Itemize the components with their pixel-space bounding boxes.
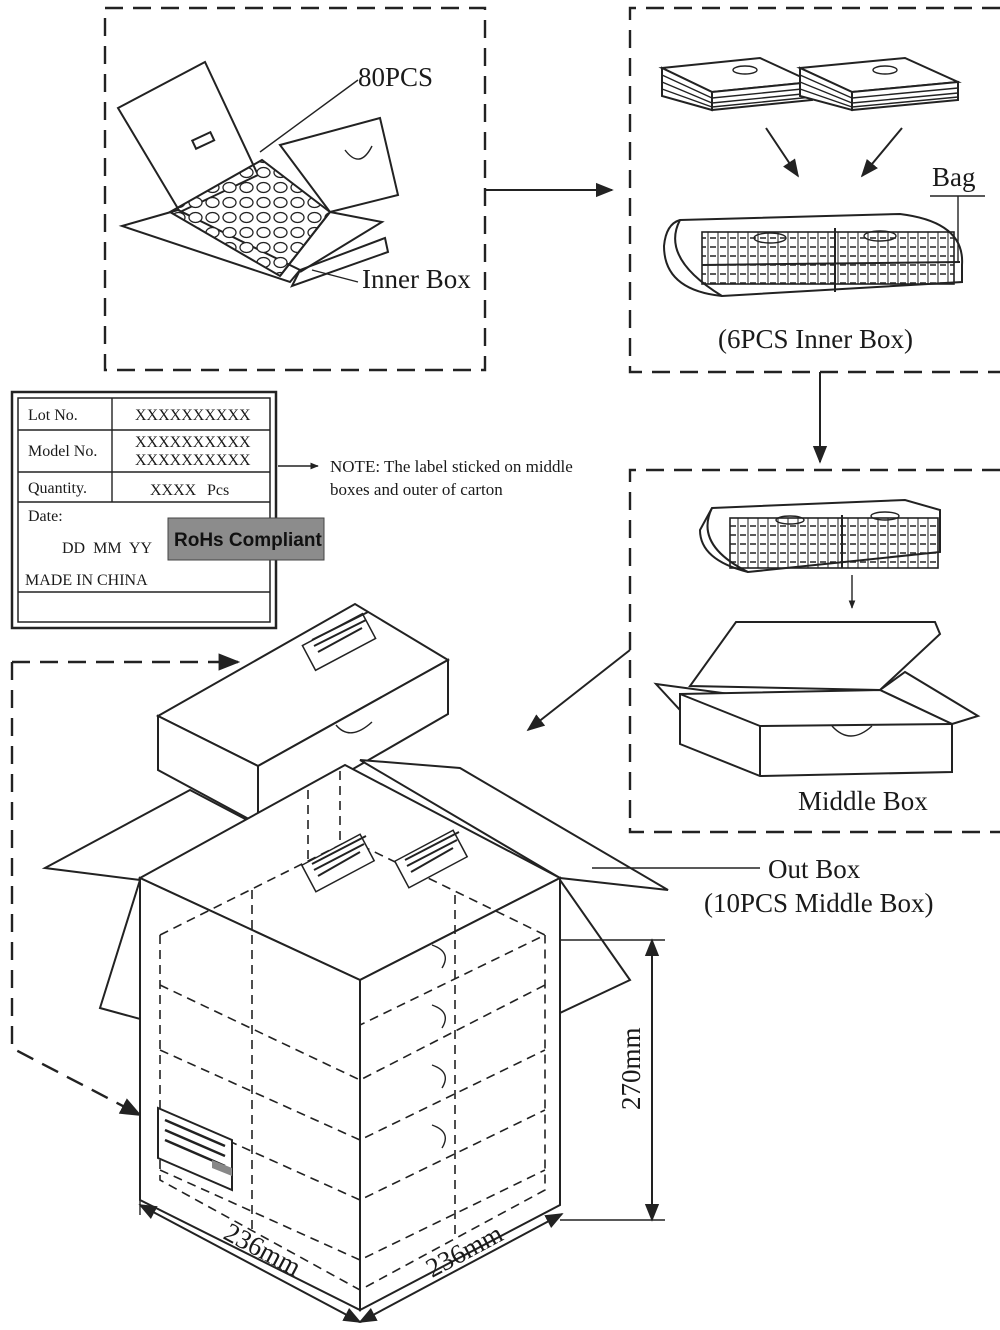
bag-panel: Bag (6PCS Inner Box) <box>628 6 1000 374</box>
outer-carton <box>41 602 669 1312</box>
note-line-1: NOTE: The label sticked on middle <box>330 457 573 476</box>
note-line-2: boxes and outer of carton <box>330 480 503 499</box>
bag-caption: (6PCS Inner Box) <box>718 324 913 354</box>
dimension-height: 270mm <box>560 938 665 1222</box>
out-box-label-2: (10PCS Middle Box) <box>704 888 934 918</box>
bag-label: Bag <box>932 162 976 192</box>
inner-box-panel: 80PCS Inner Box <box>103 6 487 372</box>
label-leader-side <box>10 662 142 1117</box>
inner-box-stack-right <box>796 56 962 112</box>
out-box-label-1: Out Box <box>768 854 861 884</box>
shipping-label-card: Lot No. XXXXXXXXXX Model No. XXXXXXXXXX … <box>10 390 325 630</box>
date-value: DD MM YY <box>62 540 153 557</box>
lot-no-value: XXXXXXXXXX <box>135 407 251 424</box>
count-label: 80PCS <box>358 62 433 92</box>
quantity-value: XXXX <box>150 482 197 499</box>
lot-no-key: Lot No. <box>28 407 78 424</box>
middle-box-open <box>653 621 981 778</box>
made-in-label: MADE IN CHINA <box>25 572 148 589</box>
middle-box-closed <box>155 602 450 826</box>
model-no-value-2: XXXXXXXXXX <box>135 452 251 469</box>
rohs-badge <box>167 517 325 561</box>
inner-box-stack-left <box>658 56 816 112</box>
model-no-key: Model No. <box>28 443 97 460</box>
quantity-unit: Pcs <box>207 482 229 499</box>
middle-box-label: Middle Box <box>798 786 928 816</box>
inner-box-label: Inner Box <box>362 264 471 294</box>
flow-arrow-diagonal <box>526 649 631 732</box>
model-no-value-1: XXXXXXXXXX <box>135 434 251 451</box>
rohs-badge-text: RoHs Compliant <box>174 530 322 551</box>
height-dimension: 270mm <box>616 1027 646 1110</box>
date-key: Date: <box>28 508 63 525</box>
middle-box-panel: Middle Box <box>628 468 1000 834</box>
bag-bundle-small <box>698 498 941 574</box>
quantity-key: Quantity. <box>28 480 87 497</box>
bagged-bundle <box>662 212 964 298</box>
